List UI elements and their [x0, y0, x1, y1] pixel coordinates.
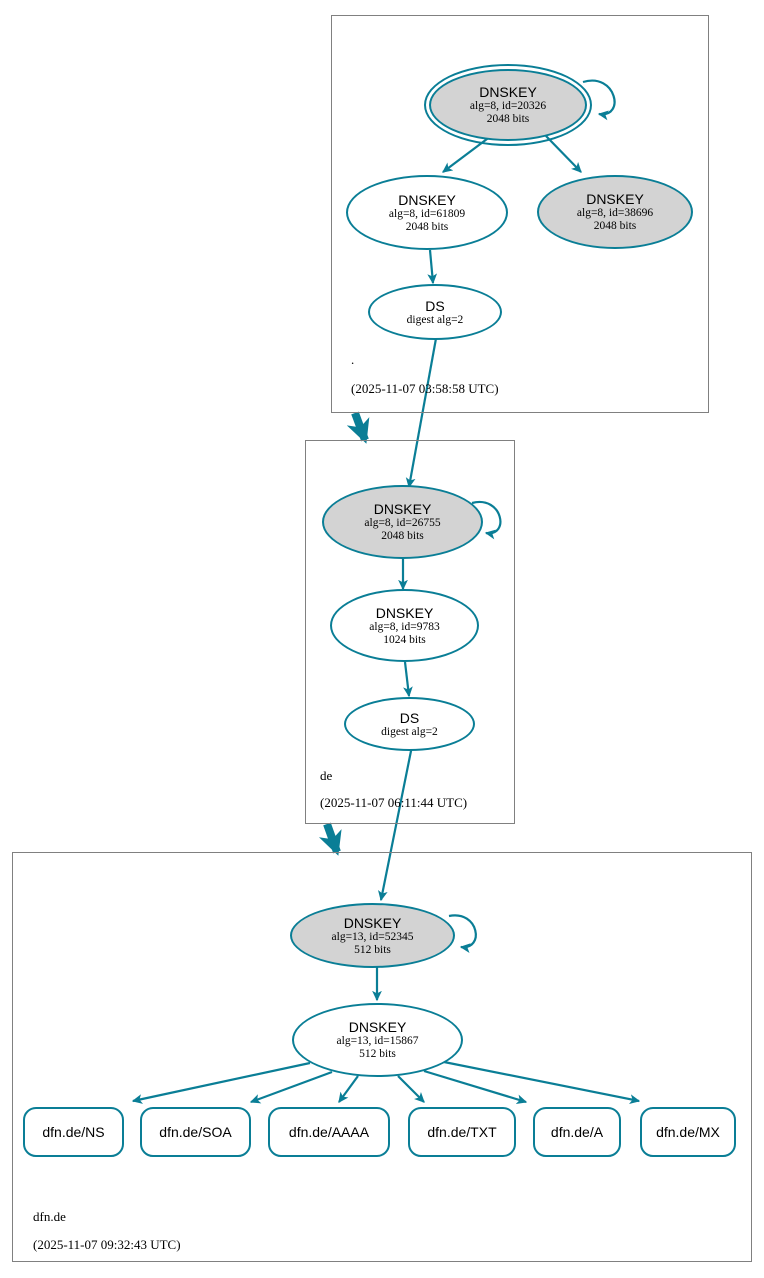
- node-size: 2048 bits: [593, 220, 637, 232]
- node-size: 512 bits: [359, 1048, 396, 1060]
- node-params: alg=8, id=20326: [469, 100, 547, 112]
- edge-sign-dfnde-zsk-to-ns: [131, 1061, 311, 1104]
- edge-sign-root-zsk-to-ds: [427, 249, 438, 285]
- node-title: DNSKEY: [348, 1019, 407, 1035]
- node-title: DNSKEY: [373, 501, 432, 517]
- node-params: alg=8, id=61809: [388, 207, 466, 220]
- rrset-box-soa[interactable]: dfn.de/SOA: [140, 1107, 251, 1157]
- zone-timestamp-de: (2025-11-07 06:11:44 UTC): [320, 795, 468, 810]
- edge-sign-de-zsk-to-ds: [403, 661, 413, 698]
- edge-sign-root-ksk-to-key38696: [545, 135, 582, 173]
- node-title: DS: [425, 297, 445, 314]
- node-params: digest alg=2: [381, 725, 438, 738]
- edge-self-sign-dfnde-ksk-52345: [448, 914, 477, 953]
- edge-delegation-root-to-de: [346, 411, 370, 444]
- node-dnskey-de-zsk-9783[interactable]: DNSKEY alg=8, id=9783 1024 bits: [330, 589, 479, 662]
- node-title: DNSKEY: [586, 191, 644, 207]
- node-dnskey-de-ksk-26755[interactable]: DNSKEY alg=8, id=26755 2048 bits: [322, 485, 483, 559]
- rrset-box-aaaa[interactable]: dfn.de/AAAA: [268, 1107, 390, 1157]
- node-params: alg=8, id=26755: [364, 517, 441, 529]
- node-params: alg=8, id=38696: [576, 207, 654, 219]
- node-size: 1024 bits: [383, 633, 426, 646]
- edge-sign-dfnde-zsk-to-soa: [249, 1070, 333, 1104]
- edge-sign-dfnde-zsk-to-mx: [443, 1060, 641, 1105]
- node-dnskey-dfnde-ksk-52345[interactable]: DNSKEY alg=13, id=52345 512 bits: [290, 903, 455, 968]
- zone-label-dfnde: dfn.de: [33, 1209, 66, 1224]
- edge-sign-dfnde-zsk-to-txt: [397, 1075, 425, 1103]
- node-params: alg=13, id=52345: [331, 930, 414, 943]
- edge-self-sign-de-ksk-26755: [471, 500, 502, 540]
- rrset-box-ns[interactable]: dfn.de/NS: [23, 1107, 124, 1157]
- edge-self-sign-root-ksk-20326: [582, 79, 616, 121]
- trust-anchor-ring-root-ksk-20326: [424, 64, 592, 146]
- node-size: 2048 bits: [405, 220, 449, 233]
- node-dnskey-dfnde-zsk-15867[interactable]: DNSKEY alg=13, id=15867 512 bits: [292, 1003, 463, 1077]
- node-size: 512 bits: [354, 943, 391, 956]
- edge-ds-root-to-de-ksk: [405, 332, 439, 489]
- node-dnskey-root-key-38696[interactable]: DNSKEY alg=8, id=38696 2048 bits: [537, 175, 693, 249]
- zone-timestamp-root: (2025-11-07 03:58:58 UTC): [351, 381, 499, 396]
- node-params: alg=13, id=15867: [336, 1035, 419, 1047]
- edge-sign-dfnde-zsk-to-a: [423, 1069, 528, 1105]
- node-params: digest alg=2: [406, 313, 464, 326]
- rrset-box-txt[interactable]: dfn.de/TXT: [408, 1107, 516, 1157]
- node-ds-root[interactable]: DS digest alg=2: [368, 284, 502, 340]
- rrset-box-mx[interactable]: dfn.de/MX: [640, 1107, 736, 1157]
- zone-box-root: [331, 15, 709, 413]
- node-params: alg=8, id=9783: [369, 620, 440, 633]
- node-title: DNSKEY: [343, 914, 402, 931]
- zone-label-root: .: [351, 352, 355, 367]
- node-title: DNSKEY: [479, 84, 537, 100]
- node-title: DNSKEY: [398, 191, 456, 208]
- rrset-box-a[interactable]: dfn.de/A: [533, 1107, 621, 1157]
- zone-timestamp-dfnde: (2025-11-07 09:32:43 UTC): [33, 1237, 181, 1252]
- node-size: 2048 bits: [486, 113, 530, 125]
- zone-label-de: de: [320, 768, 333, 783]
- node-title: DS: [399, 709, 420, 726]
- edge-delegation-de-to-dfnde: [318, 822, 342, 856]
- node-ds-de[interactable]: DS digest alg=2: [344, 697, 475, 751]
- zone-box-dfnde: [12, 852, 752, 1262]
- zone-box-de: [305, 440, 515, 824]
- node-dnskey-root-ksk-20326[interactable]: DNSKEY alg=8, id=20326 2048 bits: [429, 69, 587, 141]
- node-title: DNSKEY: [375, 604, 434, 621]
- node-dnskey-root-zsk-61809[interactable]: DNSKEY alg=8, id=61809 2048 bits: [346, 175, 508, 250]
- edge-sign-dfnde-zsk-to-aaaa: [338, 1075, 359, 1103]
- node-size: 2048 bits: [381, 530, 424, 542]
